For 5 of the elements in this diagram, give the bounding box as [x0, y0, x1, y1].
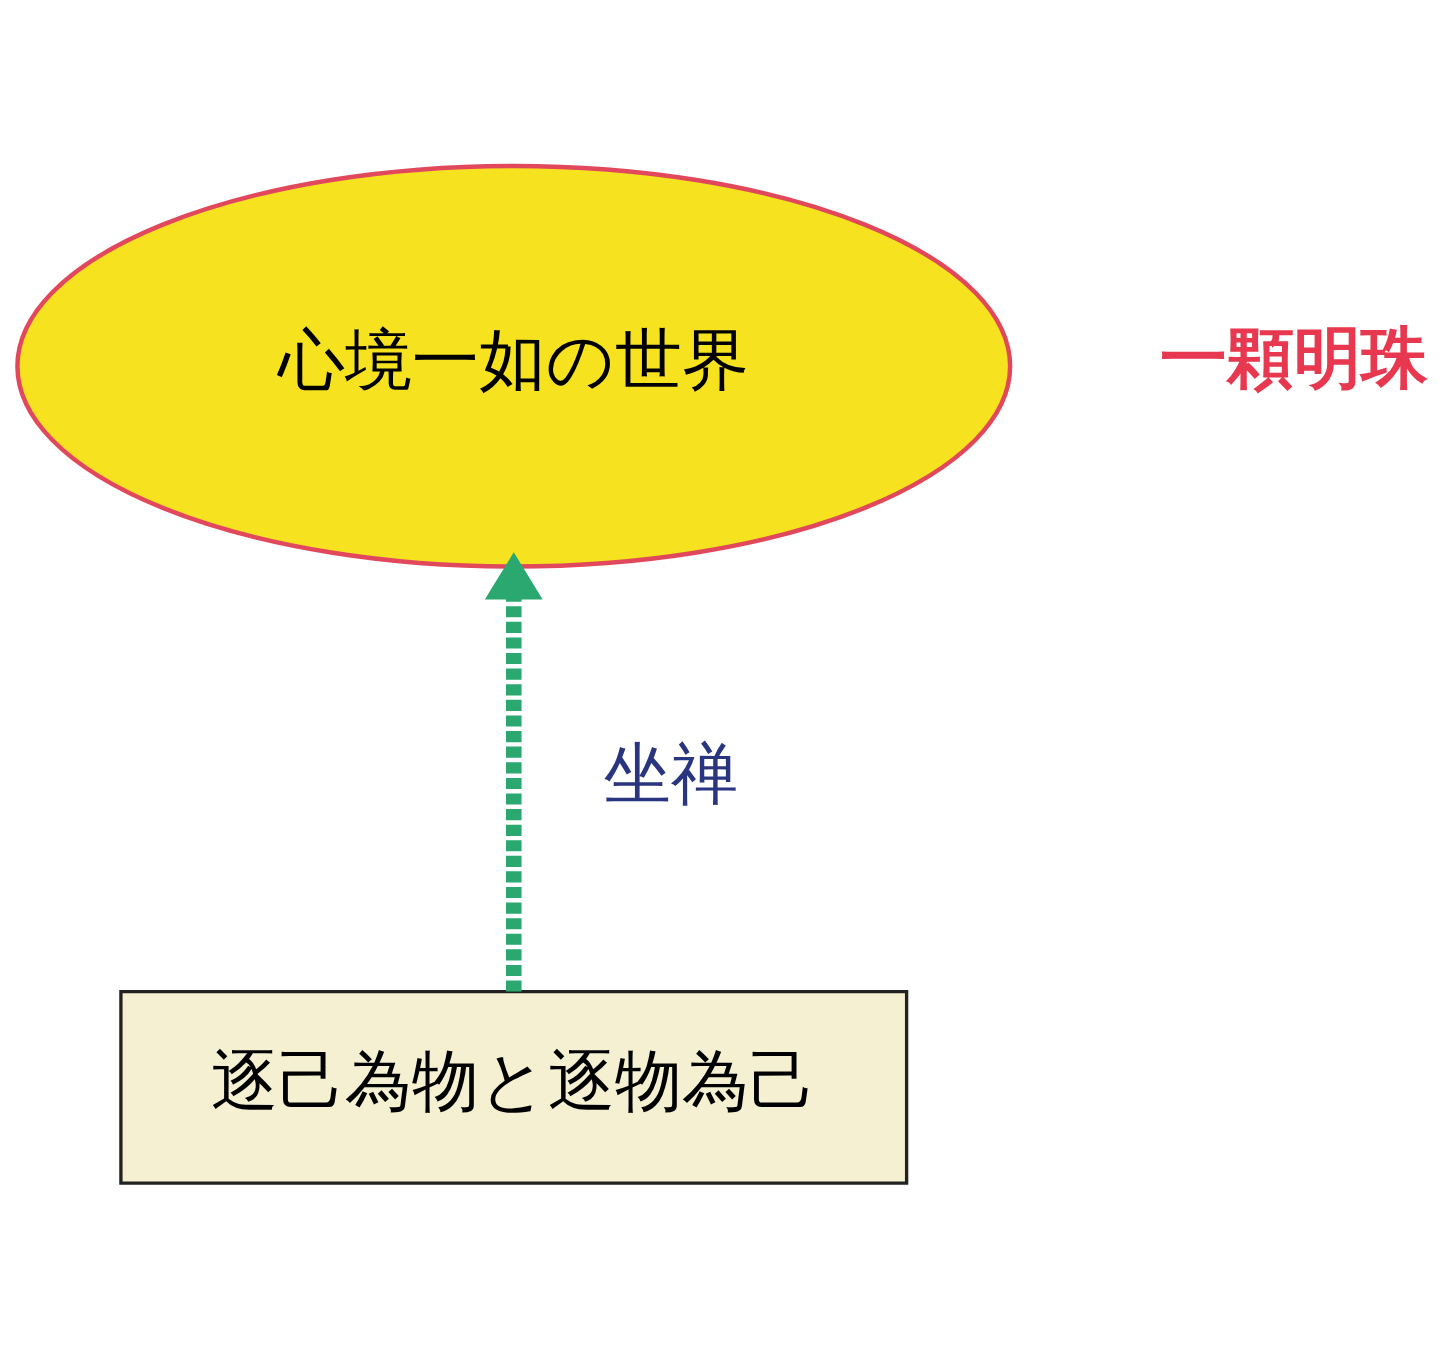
- edge-label: 坐禅: [603, 734, 738, 813]
- node-label: 一顆明珠: [1160, 318, 1429, 397]
- arrow: [484, 552, 543, 992]
- node-box: 逐己為物と逐物為己: [119, 990, 909, 1185]
- node-ellipse: 心境一如の世界: [15, 163, 1013, 569]
